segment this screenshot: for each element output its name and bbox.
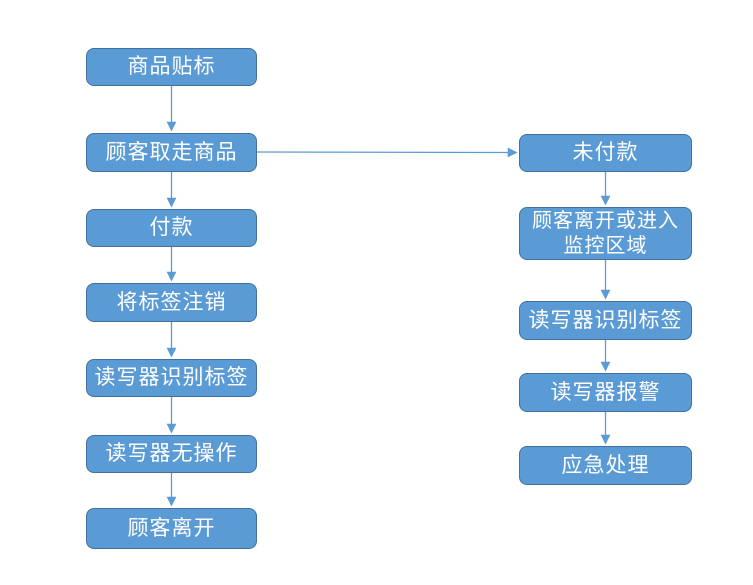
- node-unpaid: 未付款: [519, 134, 692, 172]
- node-tag-deactivation: 将标签注销: [86, 283, 257, 322]
- node-product-labeling: 商品贴标: [86, 48, 257, 86]
- node-reader-identifies-tag-alarm-path: 读写器识别标签: [519, 301, 692, 340]
- node-emergency-handling: 应急处理: [519, 446, 692, 485]
- node-reader-alarm: 读写器报警: [519, 373, 692, 412]
- arrow-takes-to-unpaid: [256, 147, 518, 158]
- node-reader-identifies-tag: 读写器识别标签: [86, 359, 257, 397]
- node-label-line: 顾客离开或进入: [532, 210, 679, 233]
- node-customer-leaves-or-enters-monitored-area: 顾客离开或进入 监控区域: [519, 207, 692, 260]
- node-payment: 付款: [86, 209, 257, 247]
- node-customer-leaves: 顾客离开: [86, 508, 257, 549]
- node-reader-no-action: 读写器无操作: [86, 435, 257, 473]
- node-label-line: 监控区域: [563, 234, 648, 257]
- node-customer-takes-item: 顾客取走商品: [86, 133, 257, 172]
